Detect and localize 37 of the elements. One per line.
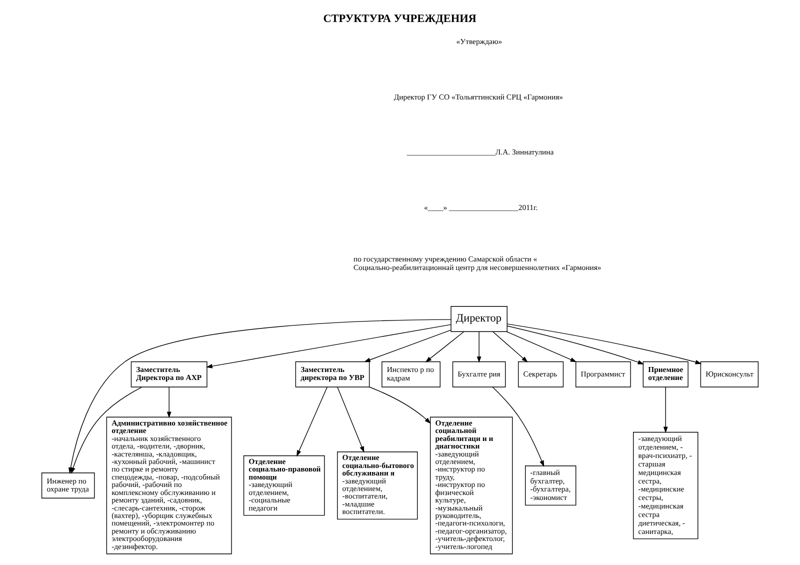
- arrow: [337, 386, 364, 453]
- label: «Утверждаю»: [456, 36, 502, 46]
- node-box: -главный бухгалтер, -бухгалтера, -экономист: [525, 466, 576, 506]
- label: «____» __________________2011г.: [424, 203, 538, 212]
- arrow: [492, 331, 528, 362]
- arrow: [425, 331, 464, 362]
- node-box: Директор: [450, 306, 508, 332]
- node-box: Приемное отделение: [642, 361, 688, 388]
- arrow: [663, 386, 668, 434]
- arrow: [364, 330, 452, 362]
- node-box: -заведующий отделением, - врач-психиатр, - старшая медицинская сестра, -медицинские сестры, -медицинская сестра диетическая, - санитарка,: [633, 432, 698, 540]
- label: _______________________Л.А. Зиннатулина: [406, 148, 554, 157]
- arrow: [476, 331, 482, 363]
- arrow: [492, 386, 544, 467]
- label: Директор ГУ СО «Тольяттинский СРЦ «Гармония»: [394, 92, 563, 102]
- arrow: [506, 331, 577, 362]
- arrow: [507, 326, 644, 364]
- node-box: Инженер по охране труда: [41, 472, 95, 498]
- node-box: Административно хозяйственное отделение -начальник хозяйственного отдела, -водители, -дворник, -кастелянша, -кладовщик, -кухонный рабочий, -машинист по стирке и ремонту спецодежды, -повар, -подсобный рабочий, -рабочий по комплексному обслуживанию и ремонту зданий, -садовник, -слесарь-сантехник, -сторож (вахтер), -уборщик служебных помещений, -электромонтер по ремонту и обслуживанию электрооборудования -дезинфектор.: [106, 416, 232, 554]
- arrow: [296, 386, 328, 457]
- node-box: Отделение социально-бытового обслуживани я -заведующий отделением, -воспитатели, -младшие воспитатели.: [337, 452, 418, 520]
- node-box: Юрисконсульт: [700, 361, 759, 388]
- node-box: Отделение социально-правовой помощи -заведующий отделением, -социальные педагоги: [243, 455, 325, 516]
- node-box: Секретарь: [518, 361, 564, 388]
- arrow: [206, 324, 452, 368]
- node-box: Заместитель Директора по АХР: [130, 361, 208, 388]
- node-box: Бухгалте рия: [452, 361, 506, 388]
- node-box: Заместитель директора по УВР: [295, 361, 370, 388]
- label: по государственному учреждению Самарской области « Социально-реабилитационнай центр для несовершеннолетних «Гармония»: [354, 254, 602, 272]
- arrow: [166, 386, 172, 418]
- node-box: Программист: [576, 361, 631, 388]
- arrow: [71, 386, 142, 474]
- node-box: Инспекто р по кадрам: [382, 361, 440, 388]
- node-box: Отделение социальной реабилитаци и и диагностики -заведующий отделением, -инструктор по труду, -инструктор по физической культуре, -музыкальный руководитель, -педагоги-психологи, -педагог-организатор, -учитель-дефектолог, -учитель-логопед: [430, 416, 513, 554]
- arrow: [506, 324, 702, 364]
- arrow: [369, 386, 431, 424]
- diagram-title: СТРУКТУРА УЧРЕЖДЕНИЯ: [323, 13, 476, 26]
